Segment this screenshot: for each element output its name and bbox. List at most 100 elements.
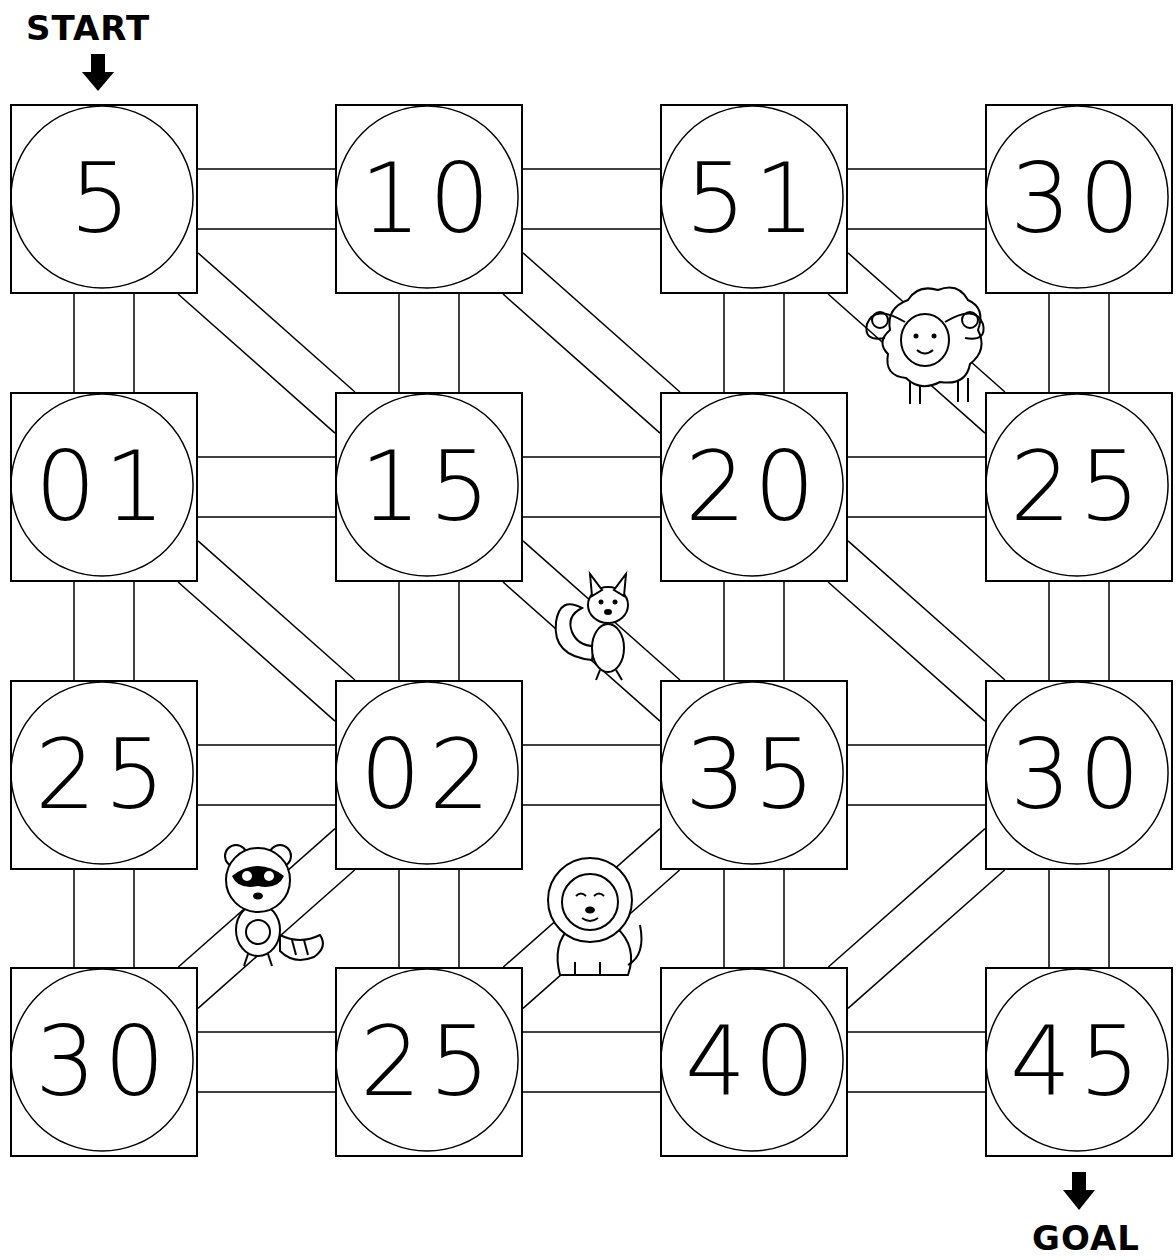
path-edge-line [398,870,400,967]
maze-path [1049,582,1109,680]
path-edge-line [783,582,785,680]
path-edge-line [503,582,660,721]
path-edge-line [523,168,660,170]
maze-path [178,829,354,1009]
path-edge-line [523,253,680,392]
maze-path [503,829,679,1009]
path-edge-line [198,804,335,806]
maze-path [198,169,335,229]
node-number: 25 [1010,431,1148,543]
node-number: 20 [685,431,823,543]
path-edge-line [848,253,1005,392]
sheep-illustration [866,288,983,404]
path-edge-line [723,582,725,680]
path-edge-line [523,541,680,680]
path-edge-line [198,253,355,392]
number-node: 30 [10,967,198,1157]
maze-path [848,457,985,517]
maze-path [848,1032,985,1092]
number-node: 5 [10,104,198,294]
node-number: 35 [685,719,823,831]
path-edge-line [1108,294,1110,392]
node-number: 01 [35,431,173,543]
path-edge-line [398,582,400,680]
path-edge-line [523,516,660,518]
path-edge-line [398,294,400,392]
number-node: 35 [660,680,848,870]
path-edge-line [848,228,985,230]
maze-path [1049,294,1109,392]
path-edge-line [848,1091,985,1093]
maze-path [848,745,985,805]
path-edge-line [1048,294,1050,392]
maze-path [198,1032,335,1092]
node-number: 51 [685,143,823,255]
lion-illustration [548,858,642,976]
goal-arrow [1063,1172,1095,1210]
node-number: 45 [1010,1006,1148,1118]
path-edge-line [178,829,335,967]
path-edge-line [1048,870,1050,967]
path-edge-line [848,804,985,806]
number-node: 45 [985,967,1173,1157]
maze-path [74,294,134,392]
maze-path [848,169,985,229]
path-edge-line [783,294,785,392]
path-edge-line [523,1031,660,1033]
path-edge-line [1108,582,1110,680]
number-node: 01 [10,392,198,582]
maze-path [74,582,134,680]
maze-path [828,253,1005,433]
number-node: 20 [660,392,848,582]
maze-path [74,870,134,967]
maze-path [828,829,1004,1009]
number-node: 25 [10,680,198,870]
path-edge-line [198,744,335,746]
number-node: 10 [335,104,523,294]
path-edge-line [133,294,135,392]
path-edge-line [723,870,725,967]
maze-path [523,1032,660,1092]
maze-path [399,582,459,680]
path-edge-line [1048,582,1050,680]
node-number: 15 [360,431,498,543]
maze-path [523,169,660,229]
maze-path [828,541,1005,721]
start-label: START [26,8,150,48]
maze-path [198,745,335,805]
maze-path [399,294,459,392]
maze-path [178,541,355,721]
path-edge-line [503,294,660,433]
path-edge-line [848,516,985,518]
path-edge-line [458,582,460,680]
node-number: 10 [360,143,498,255]
path-edge-line [458,870,460,967]
path-edge-line [1108,870,1110,967]
number-node: 30 [985,104,1173,294]
path-edge-line [198,541,355,680]
maze-path [198,457,335,517]
path-edge-line [848,168,985,170]
number-node: 15 [335,392,523,582]
maze-path [523,745,660,805]
raccoon-illustration [225,845,323,966]
node-number: 25 [360,1006,498,1118]
goal-label: GOAL [1032,1218,1140,1258]
path-edge-line [828,582,985,721]
maze-path [399,870,459,967]
path-edge-line [73,582,75,680]
number-node: 02 [335,680,523,870]
path-edge-line [73,870,75,967]
path-edge-line [198,456,335,458]
path-edge-line [523,456,660,458]
path-edge-line [848,870,1005,1008]
path-edge-line [198,516,335,518]
path-edge-line [178,582,335,721]
path-edge-line [133,582,135,680]
number-node: 51 [660,104,848,294]
path-edge-line [458,294,460,392]
maze-path [724,870,784,967]
node-number: 30 [35,1006,173,1118]
node-number: 30 [1010,719,1148,831]
maze-path [503,253,680,433]
